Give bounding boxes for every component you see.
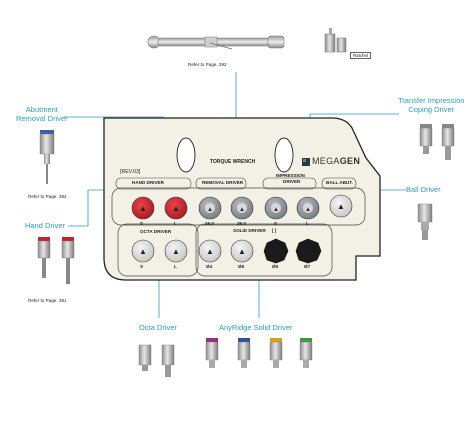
track-ball-abut: BALL ABUT. (326, 180, 353, 185)
socket-solid-4: ▲ (198, 239, 222, 263)
socket-solid-7 (295, 238, 322, 264)
brand-logo: MEGAGEN (312, 156, 360, 166)
svg-text:▲: ▲ (239, 207, 245, 213)
callout-octa-driver: Octa Driver (139, 323, 177, 332)
callout-abutment-line2: Removal Driver (16, 113, 68, 123)
ball-driver-image (417, 203, 433, 240)
ratchet-tag: Ratchet (350, 52, 372, 59)
svg-text:▲: ▲ (206, 247, 214, 256)
socket-label-bottom: Ø5 (238, 264, 245, 269)
svg-text:▲: ▲ (305, 207, 311, 213)
socket-removal-16: ▲ (198, 196, 222, 220)
socket-label-bottom: Ø7 (304, 264, 311, 269)
socket-label-top: 16.0 (205, 221, 214, 226)
socket-hand-l: ▲ (164, 196, 188, 220)
socket-label-top: L (306, 221, 309, 226)
socket-label-bottom: L (174, 264, 177, 269)
socket-octa-l: ▲ (164, 239, 188, 263)
track-hand-driver: HAND DRIVER (132, 180, 164, 185)
svg-text:▲: ▲ (273, 207, 279, 213)
torque-wrench-image (147, 35, 285, 50)
track-solid-driver: SOLID DRIVER (233, 228, 266, 233)
socket-removal-25: ▲ (230, 196, 254, 220)
track-removal-driver: REMOVAL DRIVER (202, 180, 244, 185)
socket-label-bottom: S (140, 264, 144, 269)
callout-ball-driver: Ball Driver (406, 185, 441, 194)
callout-transfer-line1: Transfer Impression (398, 96, 465, 105)
svg-text:▲: ▲ (207, 207, 213, 213)
callout-hand-driver: Hand Driver (25, 221, 66, 230)
abutment-removal-driver-image (39, 130, 55, 184)
track-solid-tag: [ ] (272, 228, 277, 233)
socket-octa-s: ▲ (131, 239, 155, 263)
svg-text:▲: ▲ (139, 247, 147, 256)
anyridge-solid-driver-images (205, 338, 313, 368)
socket-solid-5: ▲ (230, 239, 254, 263)
socket-label-top: L (174, 221, 177, 226)
brand-left: MEGA (312, 156, 340, 166)
ref-abutment: Refer to Page. 392 (28, 194, 67, 199)
track-impression-1: IMPRESSION (276, 173, 305, 178)
socket-impression-s: ▲ (264, 196, 288, 220)
socket-label-bottom: Ø4 (206, 264, 213, 269)
hand-driver-images (37, 237, 75, 284)
svg-text:▲: ▲ (139, 204, 147, 213)
svg-text:▲: ▲ (238, 247, 246, 256)
octa-driver-images (138, 344, 175, 377)
sockets-top: ▲ ▲ ▲ ▲ ▲ ▲ ▲ (131, 194, 353, 220)
track-octa-driver: OCTA DRIVER (140, 229, 172, 234)
socket-label-top: S (140, 221, 144, 226)
svg-text:▲: ▲ (172, 204, 180, 213)
callout-anyridge-solid: AnyRidge Solid Driver (219, 323, 293, 332)
socket-label-bottom: Ø6 (272, 264, 279, 269)
svg-text:▲: ▲ (172, 247, 180, 256)
callout-transfer-line2: Coping Driver (408, 104, 455, 114)
track-impression-2: DRIVER (283, 179, 301, 184)
callout-abutment-removal: Abutment Removal Driver (16, 105, 68, 123)
socket-solid-6 (263, 238, 289, 264)
brand-right: GEN (339, 156, 361, 166)
transfer-impression-driver-images (419, 124, 455, 160)
callout-transfer-impression: Transfer Impression Coping Driver (398, 96, 465, 114)
sockets-bottom: ▲ ▲ ▲ ▲ (131, 238, 322, 264)
ratchet-image (324, 28, 347, 53)
socket-ball: ▲ (329, 194, 353, 218)
ref-torque-wrench: Refer to Page. 392 (188, 62, 227, 67)
callout-abutment-line1: Abutment (25, 105, 58, 114)
tray-torque-wrench-label: TORQUE WRENCH (210, 159, 256, 165)
socket-label-top: 25.0 (237, 221, 246, 226)
socket-label-top: S (274, 221, 278, 226)
socket-impression-l: ▲ (296, 196, 320, 220)
svg-text:▲: ▲ (337, 202, 345, 211)
tray-revision: [REV.03] (120, 169, 141, 175)
ref-hand: Refer to Page. 391 (28, 298, 67, 303)
socket-hand-s: ▲ (131, 196, 155, 220)
